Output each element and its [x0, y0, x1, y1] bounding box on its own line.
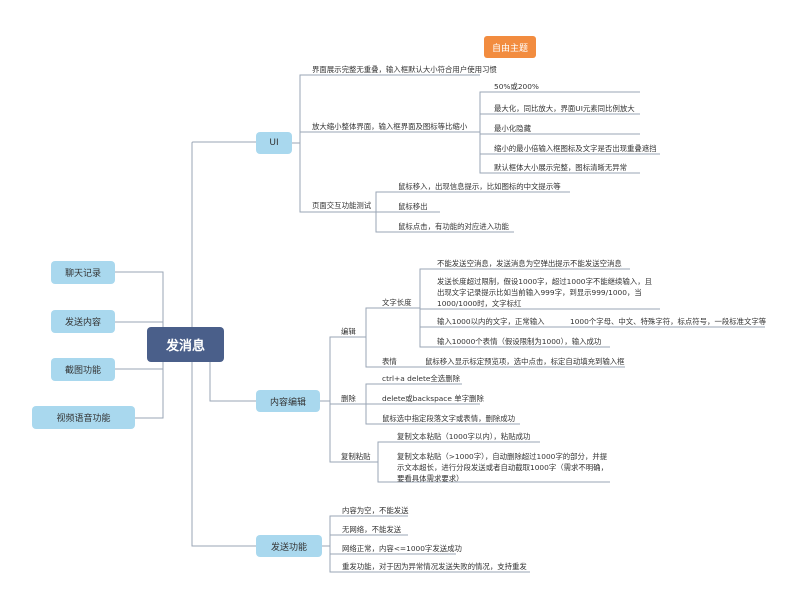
delete-item: 鼠标选中指定段落文字或表情，删除成功: [382, 414, 516, 423]
zoom-item: 50%或200%: [494, 82, 539, 91]
connector-paste-1: [377, 441, 540, 462]
emoji-item: 鼠标移入显示标定预览项，选中点击，标定自动填充到输入框: [425, 357, 625, 366]
hover-item: 鼠标点击，有功能的对应进入功能: [398, 222, 509, 231]
branch-chat-history: 聊天记录: [51, 261, 115, 284]
text-length-sub-item: 1000个字母、中文、特殊字符，标点符号，一段标准文字等: [570, 317, 767, 326]
delete-label: 删除: [341, 394, 356, 403]
connector-del-1: [365, 383, 462, 404]
send-item: 重发功能，对于因为异常情况发送失败的情况，支持重发: [342, 562, 527, 571]
connector-ui-item2: [299, 131, 480, 143]
connector-ui-item1: [292, 74, 480, 144]
branch-content-edit: 内容编辑: [256, 390, 320, 412]
connector-ui-item3: [299, 143, 376, 213]
text-length-item: 输入1000以内的文字，正常输入: [437, 317, 545, 326]
connector-len-4: [419, 308, 610, 348]
branch-send-content: 发送内容: [51, 310, 115, 333]
connector-send-2: [329, 534, 408, 546]
send-item: 内容为空，不能发送: [342, 506, 409, 515]
connector-send-1: [322, 515, 408, 547]
delete-item: ctrl+a delete全选删除: [382, 374, 460, 383]
ui-item-3: 页面交互功能测试: [312, 201, 372, 210]
hover-item: 鼠标移出: [398, 202, 428, 211]
text-length-item: 发送长度超过限制，假设1000字，超过1000字不能继续输入，且出现文字记录提示…: [437, 277, 652, 308]
connector-edit-length: [365, 307, 420, 337]
text-length-item: 输入10000个表情（假设限制为1000），输入成功: [437, 337, 602, 346]
root-node: 发消息: [147, 327, 224, 362]
connector-root-send: [191, 344, 256, 547]
text-length-item: 不能发送空消息，发送消息为空弹出提示不能发送空消息: [437, 259, 622, 268]
hover-item: 鼠标移入，出现信息提示，比如图标的中文提示等: [398, 182, 561, 191]
branch-screenshot: 截图功能: [51, 358, 115, 381]
connector-content-edit: [320, 336, 366, 402]
edit-label: 编辑: [341, 327, 356, 336]
emoji-label: 表情: [382, 357, 397, 366]
connector-send-4: [329, 546, 530, 573]
send-item: 无网络，不能发送: [342, 525, 402, 534]
zoom-item: 最小化隐藏: [494, 124, 531, 133]
delete-item: delete或backspace 单字删除: [382, 394, 484, 403]
zoom-item: 默认框体大小展示完整，图标清晰无异常: [494, 163, 628, 172]
free-topic-tag: 自由主题: [484, 36, 536, 58]
connector-zoom-2: [479, 113, 640, 132]
branch-video-voice: 视频语音功能: [32, 406, 135, 429]
paste-label: 复制粘贴: [341, 452, 371, 461]
connector-zoom-5: [479, 132, 640, 174]
connector-paste-2: [377, 462, 610, 483]
connector-hover-3: [375, 212, 514, 233]
connector-len-1: [419, 268, 630, 308]
connector-content-paste: [329, 401, 378, 463]
ui-item-1: 界面展示完整无重叠，输入框默认大小符合用户使用习惯: [312, 65, 497, 74]
branch-ui: UI: [256, 132, 292, 154]
connector-hover-1: [375, 191, 570, 212]
paste-item: 复制文本粘贴（>1000字），自动删除超过1000字的部分，并提示文本超长，进行…: [397, 452, 608, 483]
send-item: 网络正常，内容<=1000字发送成功: [342, 544, 462, 553]
branch-send-function: 发送功能: [256, 535, 322, 557]
connector-del-3: [365, 404, 520, 425]
zoom-item: 缩小的最小倍输入框图标及文字是否出现重叠遮挡: [494, 144, 657, 153]
connector-root-ui: [191, 141, 256, 345]
text-length-label: 文字长度: [382, 298, 412, 307]
ui-item-2: 放大缩小整体界面，输入框界面及图标等比缩小: [312, 122, 468, 131]
paste-item: 复制文本粘贴（1000字以内），粘贴成功: [397, 432, 531, 441]
zoom-item: 最大化，同比放大，界面UI元素同比例放大: [494, 104, 635, 113]
